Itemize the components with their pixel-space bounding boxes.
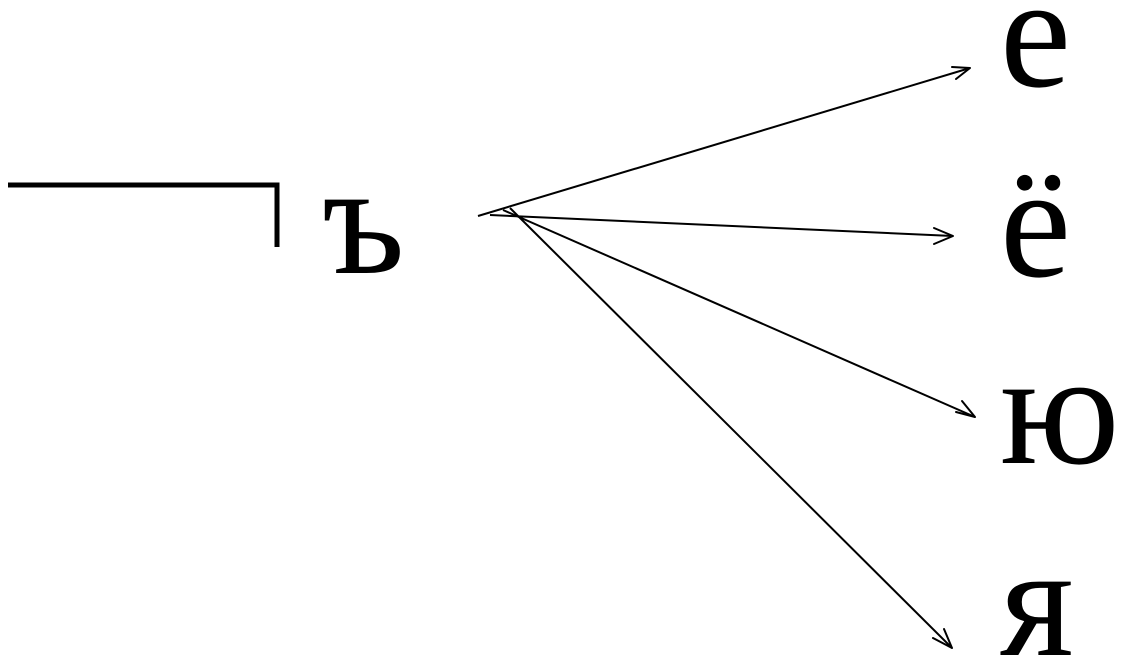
arrow-to-yu (502, 209, 976, 418)
target-letter-ya: я (1000, 512, 1074, 660)
arrow-to-e (477, 66, 971, 217)
target-letter-yo: ё (1000, 133, 1071, 311)
source-letter: ъ (322, 130, 405, 308)
corner-bracket-mark (8, 182, 280, 247)
arrow-to-yo (489, 214, 954, 245)
target-letter-e: е (1000, 0, 1071, 121)
arrow-to-ya (509, 207, 953, 649)
target-letter-yu: ю (1000, 320, 1120, 498)
